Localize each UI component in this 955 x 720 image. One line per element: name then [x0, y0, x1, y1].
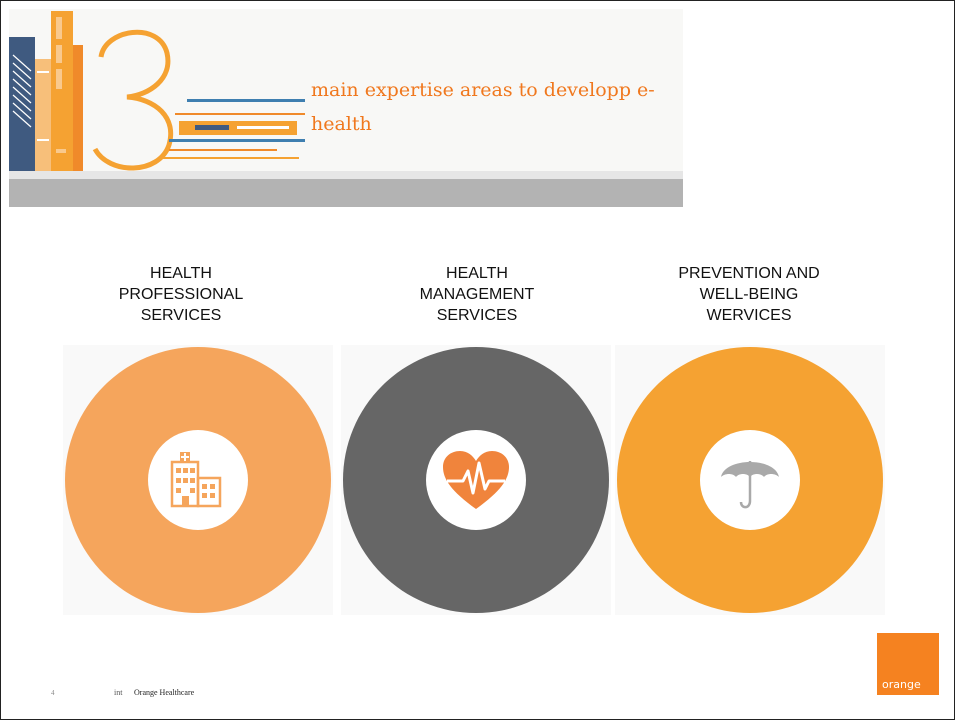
heading-health-management-services: HEALTH MANAGEMENT SERVICES: [357, 263, 597, 326]
heading-line: PROFESSIONAL: [118, 286, 244, 303]
logo-text: orange: [882, 678, 921, 691]
page-number: 4: [51, 689, 55, 697]
orange-logo: orange: [877, 633, 939, 695]
heading-line: WELL-BEING: [699, 286, 799, 303]
heading-line: WERVICES: [706, 307, 792, 324]
health-professional-circle: [65, 347, 331, 613]
heart-pulse-icon: [443, 451, 509, 509]
circle-center: [148, 430, 248, 530]
footer-source: int: [114, 688, 123, 697]
hospital-icon: [170, 452, 222, 508]
books-illustration: [9, 11, 305, 171]
circle-center: [700, 430, 800, 530]
prevention-circle: [617, 347, 883, 613]
shelf-top: [9, 171, 683, 181]
shelf: [9, 179, 683, 207]
footer-brand: Orange Healthcare: [134, 688, 195, 697]
heading-line: SERVICES: [436, 307, 518, 324]
heading-line: SERVICES: [140, 307, 222, 324]
slide-title: main expertise areas to developp e-healt…: [311, 79, 655, 135]
heading-health-professional-services: HEALTH PROFESSIONAL SERVICES: [61, 263, 301, 326]
umbrella-icon: [721, 461, 779, 509]
circle-center: [426, 430, 526, 530]
heading-line: HEALTH: [150, 265, 212, 282]
heading-prevention-well-being: PREVENTION AND WELL-BEING WERVICES: [629, 263, 869, 326]
health-management-circle: [343, 347, 609, 613]
heading-line: HEALTH: [446, 265, 508, 282]
heading-line: MANAGEMENT: [419, 286, 535, 303]
heading-line: PREVENTION AND: [678, 265, 820, 282]
header-banner: main expertise areas to developp e-healt…: [9, 9, 683, 207]
